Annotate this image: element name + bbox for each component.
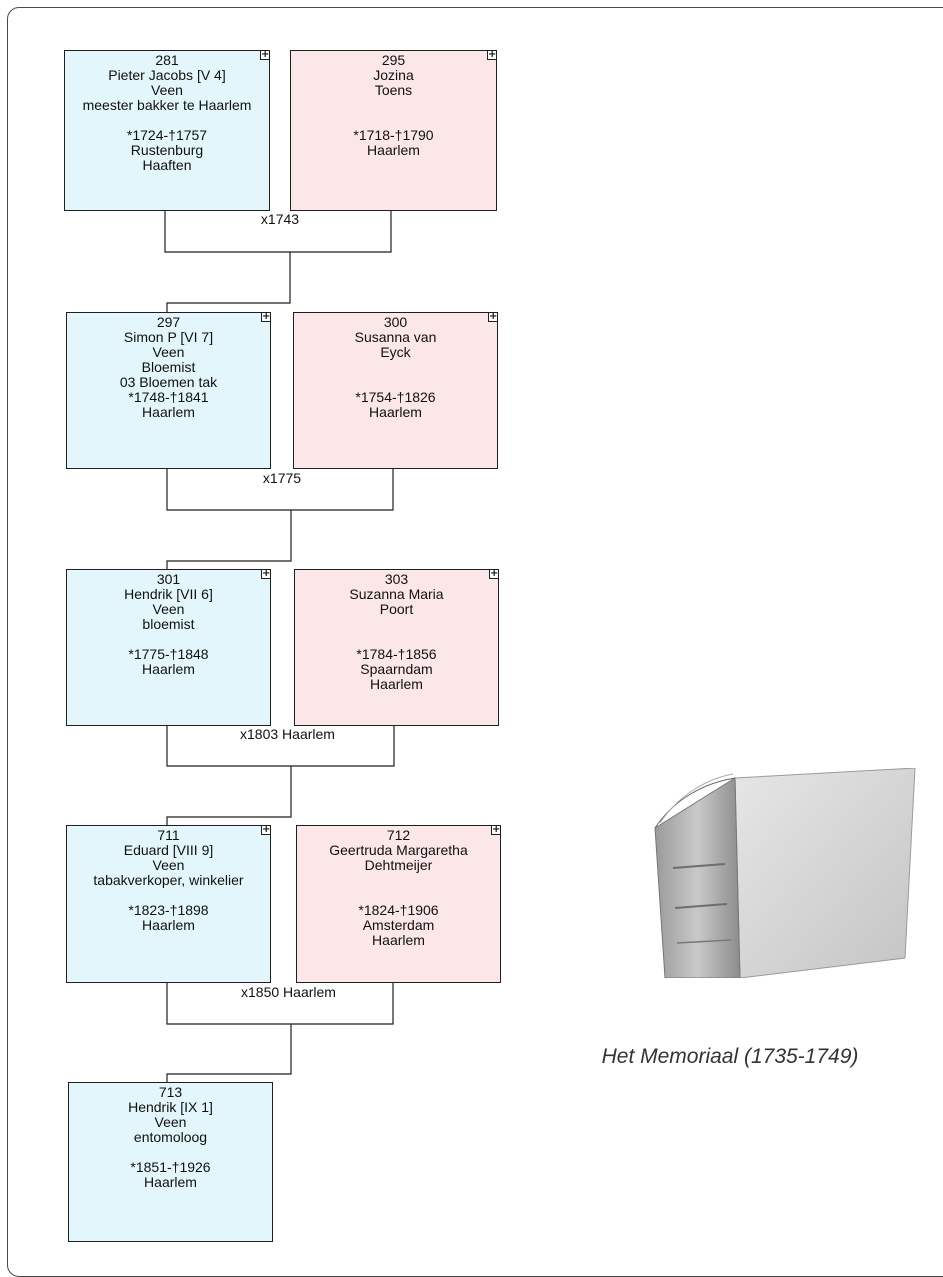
person-place: Haarlem xyxy=(369,404,422,420)
person-place: Amsterdam xyxy=(362,917,435,933)
person-place: Haarlem xyxy=(370,676,423,692)
person-name: Susanna van xyxy=(354,329,437,345)
person-dates: *1851-†1926 xyxy=(130,1159,211,1175)
marriage-label: x1775 xyxy=(262,470,302,486)
person-surname: Toens xyxy=(374,82,413,98)
person-dates: *1824-†1906 xyxy=(358,902,439,918)
person-box-712[interactable]: + 712 Geertruda Margaretha Dehtmeijer *1… xyxy=(296,825,501,983)
person-box-295[interactable]: + 295 Jozina Toens *1718-†1790 Haarlem xyxy=(290,50,497,211)
person-id: 301 xyxy=(156,571,181,587)
person-place: Haarlem xyxy=(367,142,420,158)
marriage-label: x1803 Haarlem xyxy=(240,726,335,742)
person-box-281[interactable]: + 281 Pieter Jacobs [V 4] Veen meester b… xyxy=(64,50,270,211)
person-box-711[interactable]: + 711 Eduard [VIII 9] Veen tabakverkoper… xyxy=(66,825,271,983)
marriage-label: x1743 xyxy=(260,211,300,227)
person-surname: Veen xyxy=(152,857,185,873)
person-name: Simon P [VI 7] xyxy=(123,329,214,345)
expand-icon[interactable]: + xyxy=(261,311,271,322)
person-id: 711 xyxy=(157,827,180,843)
person-place: Haarlem xyxy=(142,917,195,933)
person-box-300[interactable]: + 300 Susanna van Eyck *1754-†1826 Haarl… xyxy=(293,312,498,469)
book-caption: Het Memoriaal (1735-1749) xyxy=(601,1045,859,1068)
person-name: Eduard [VIII 9] xyxy=(123,842,214,858)
person-dates: *1784-†1856 xyxy=(356,646,437,662)
person-id: 295 xyxy=(381,52,406,68)
marriage-label: x1850 Haarlem xyxy=(241,984,336,1000)
person-place: Haarlem xyxy=(142,661,195,677)
person-dates: *1724-†1757 xyxy=(126,127,208,143)
person-name: Jozina xyxy=(373,67,414,83)
person-name: Geertruda Margaretha xyxy=(329,842,468,858)
person-occupation: meester bakker te Haarlem xyxy=(82,97,252,113)
person-id: 303 xyxy=(384,571,409,587)
person-place: Haarlem xyxy=(372,932,425,948)
expand-icon[interactable]: + xyxy=(488,311,498,322)
person-place: Rustenburg xyxy=(130,142,204,158)
person-dates: *1754-†1826 xyxy=(355,389,436,405)
expand-icon[interactable]: + xyxy=(261,824,271,835)
person-place: Spaarndam xyxy=(360,661,433,677)
person-dates: *1823-†1898 xyxy=(128,902,209,918)
person-surname: Veen xyxy=(152,344,185,360)
person-occupation: Bloemist xyxy=(141,359,196,375)
person-id: 712 xyxy=(386,827,411,843)
memoriaal-book-image xyxy=(654,768,916,978)
expand-icon[interactable]: + xyxy=(491,824,501,835)
person-place: Haarlem xyxy=(144,1174,197,1190)
person-surname: Eyck xyxy=(380,344,411,360)
person-id: 281 xyxy=(155,52,179,68)
person-place: Haaften xyxy=(142,157,192,173)
person-occupation: bloemist xyxy=(142,616,195,632)
person-dates: *1775-†1848 xyxy=(128,646,209,662)
person-id: 297 xyxy=(156,314,181,330)
person-occupation: tabakverkoper, winkelier xyxy=(93,872,244,888)
person-box-713[interactable]: 713 Hendrik [IX 1] Veen entomoloog *1851… xyxy=(68,1082,273,1242)
expand-icon[interactable]: + xyxy=(261,568,271,579)
person-surname: Veen xyxy=(152,601,185,617)
person-surname: Dehtmeijer xyxy=(364,857,433,873)
person-box-301[interactable]: + 301 Hendrik [VII 6] Veen bloemist *177… xyxy=(66,569,271,726)
expand-icon[interactable]: + xyxy=(487,49,497,60)
person-id: 713 xyxy=(158,1084,183,1100)
person-occupation: entomoloog xyxy=(133,1129,208,1145)
person-name: Hendrik [IX 1] xyxy=(128,1099,213,1115)
person-surname: Veen xyxy=(154,1114,187,1130)
expand-icon[interactable]: + xyxy=(260,49,270,60)
person-name: Hendrik [VII 6] xyxy=(124,586,213,602)
person-name: Pieter Jacobs [V 4] xyxy=(108,67,226,83)
person-dates: *1718-†1790 xyxy=(353,127,434,143)
person-surname: Veen xyxy=(151,82,183,98)
person-note: 03 Bloemen tak xyxy=(119,374,218,390)
person-surname: Poort xyxy=(379,601,414,617)
expand-icon[interactable]: + xyxy=(489,568,499,579)
person-dates: *1748-†1841 xyxy=(128,389,209,405)
person-id: 300 xyxy=(383,314,408,330)
person-box-297[interactable]: + 297 Simon P [VI 7] Veen Bloemist 03 Bl… xyxy=(66,312,271,469)
person-box-303[interactable]: + 303 Suzanna Maria Poort *1784-†1856 Sp… xyxy=(294,569,499,726)
person-place: Haarlem xyxy=(142,404,195,420)
person-name: Suzanna Maria xyxy=(349,586,444,602)
